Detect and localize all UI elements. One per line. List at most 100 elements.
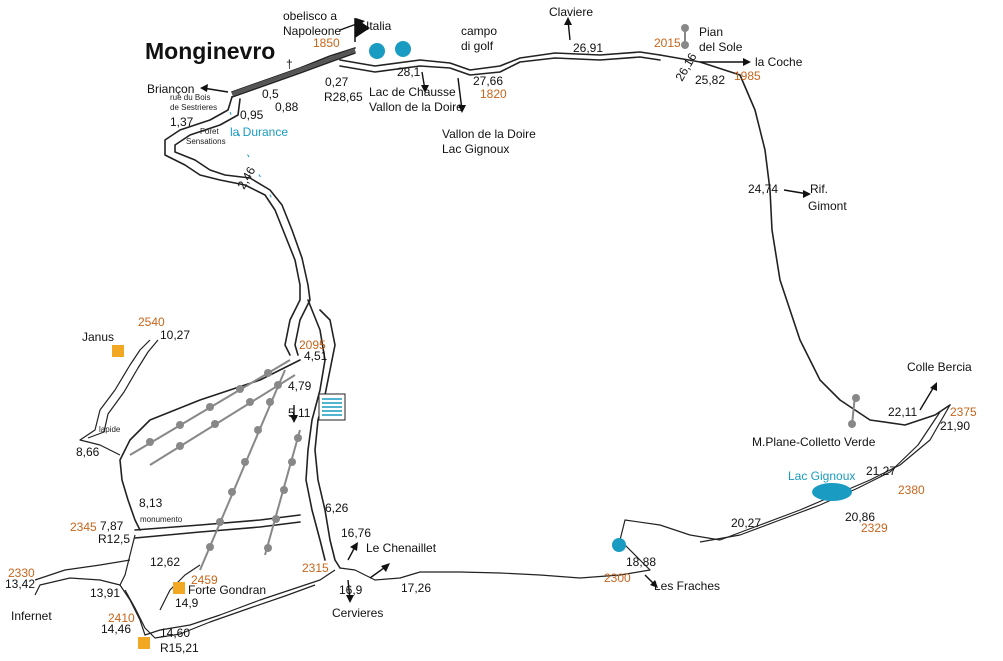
distance-label: 12,62: [150, 555, 180, 569]
distance-label: 8,13: [139, 496, 163, 510]
altitude-label: 2300: [604, 571, 631, 585]
infernet-label: Infernet: [11, 609, 52, 623]
rue-bois-label: rue du Bois: [170, 93, 210, 102]
page-title: Monginevro: [145, 38, 275, 64]
lac-chausse-label-2: Vallon de la Doire: [369, 100, 463, 114]
distance-label: 8,66: [76, 445, 100, 459]
distance-label: 16,76: [341, 526, 371, 540]
distance-label: 24,74: [748, 182, 778, 196]
foret-label-2: Sensations: [186, 137, 226, 146]
cross-icon: †: [286, 57, 293, 71]
altitude-label: 2345: [70, 520, 97, 534]
rif-gimont-label: Rif.: [810, 182, 828, 196]
fort-infernet-icon: [138, 637, 150, 649]
distance-label: R15,21: [160, 641, 199, 655]
distance-labels: 28,1 0,27 0,5 R28,65 0,88 0,95 1,37 26,9…: [5, 41, 970, 655]
altitude-label: 1985: [734, 69, 761, 83]
lac-gignoux-shape: [812, 483, 852, 501]
la-durance-label: la Durance: [230, 125, 288, 139]
distance-label: 20,27: [731, 516, 761, 530]
distance-label: 18,88: [626, 555, 656, 569]
direction-arrows: [200, 17, 937, 603]
altitude-label: 2380: [898, 483, 925, 497]
rue-bois-label-2: de Sestrieres: [170, 103, 217, 112]
lapide-label: lapide: [99, 425, 121, 434]
janus-label: Janus: [82, 330, 114, 344]
distance-label: R12,5: [98, 532, 130, 546]
lake-marker: [369, 43, 385, 59]
lac-chausse-label: Lac de Chausse: [369, 85, 456, 99]
italia-label: Italia: [366, 19, 392, 33]
distance-label: 16,9: [339, 583, 363, 597]
altitude-label: 2459: [191, 573, 218, 587]
distance-label: 27,66: [473, 74, 503, 88]
altitude-label: 2315: [302, 561, 329, 575]
distance-label: 22,11: [888, 405, 917, 419]
ski-lifts: [129, 24, 860, 571]
vallon-gignoux-label: Vallon de la Doire: [442, 127, 536, 141]
flag-icon: [355, 18, 370, 38]
distance-label: 17,26: [401, 581, 431, 595]
distance-label: 20,86: [845, 510, 875, 524]
distance-label: 28,1: [397, 65, 421, 79]
forte-gondran-label: Forte Gondran: [188, 583, 266, 597]
altitude-label: 2330: [8, 566, 35, 580]
altitude-label: 1850: [313, 36, 340, 50]
distance-label: 21,27: [866, 464, 896, 478]
altitude-label: 2540: [138, 315, 165, 329]
distance-label: 0,88: [275, 100, 299, 114]
lac-gignoux-label: Lac Gignoux: [788, 469, 855, 483]
distance-label: 0,27: [325, 75, 349, 89]
altitude-labels: 1850 1820 2015 1985 2540 2095 2375 2380 …: [8, 36, 977, 625]
distance-label: 10,27: [160, 328, 190, 342]
pian-del-sole-label-2: del Sole: [699, 40, 743, 54]
distance-label: 1,37: [170, 115, 194, 129]
claviere-label: Claviere: [549, 5, 593, 19]
colle-bercia-label: Colle Bercia: [907, 360, 972, 374]
distance-label: 26,91: [573, 41, 603, 55]
distance-label: 4,51: [304, 349, 328, 363]
distance-label: 21,90: [940, 419, 970, 433]
monumento-label: monumento: [140, 515, 183, 524]
altitude-label: 2015: [654, 36, 681, 50]
distance-label: 14,46: [101, 622, 131, 636]
altitude-label: 2375: [950, 405, 977, 419]
distance-label: 7,87: [100, 519, 124, 533]
altitude-label: 2095: [299, 338, 326, 352]
distance-label: 14,60: [160, 626, 190, 640]
campo-golf-label: campo: [461, 24, 497, 38]
distance-label: 6,26: [325, 501, 349, 515]
distance-label: 13,42: [5, 577, 35, 591]
altitude-label: 2329: [861, 521, 888, 535]
fort-janus-icon: [112, 345, 124, 357]
rif-gimont-label-2: Gimont: [808, 199, 847, 213]
water-features: [229, 41, 852, 552]
altitude-label: 2410: [108, 611, 135, 625]
lake-marker: [395, 41, 411, 57]
le-chenaillet-label: Le Chenaillet: [366, 541, 437, 555]
les-fraches-label: Les Fraches: [654, 579, 720, 593]
distance-label: 4,79: [288, 379, 312, 393]
lake-marker: [612, 538, 626, 552]
mplane-label: M.Plane-Colletto Verde: [752, 435, 876, 449]
foret-label: Foret: [200, 127, 219, 136]
distance-label: 0,95: [240, 108, 264, 122]
distance-label: 5,11: [288, 406, 311, 420]
la-coche-label: la Coche: [755, 55, 803, 69]
distance-label: 0,5: [262, 87, 279, 101]
distance-label: R28,65: [324, 90, 363, 104]
fort-gondran-icon: [173, 582, 185, 594]
obelisco-label: obelisco a: [283, 9, 337, 23]
route-lines: [34, 47, 951, 639]
cervieres-label: Cervieres: [332, 606, 383, 620]
distance-label: 2,46: [234, 164, 258, 192]
place-labels: Monginevro obelisco a Napoleone Italia c…: [11, 5, 972, 623]
briancon-label: Briançon: [147, 82, 194, 96]
distance-label: 13,91: [90, 586, 120, 600]
campo-golf-label-2: di golf: [461, 39, 494, 53]
altitude-label: 1820: [480, 87, 507, 101]
obelisco-label-2: Napoleone: [283, 24, 341, 38]
distance-label: 25,82: [695, 73, 725, 87]
vallon-gignoux-label-2: Lac Gignoux: [442, 142, 509, 156]
